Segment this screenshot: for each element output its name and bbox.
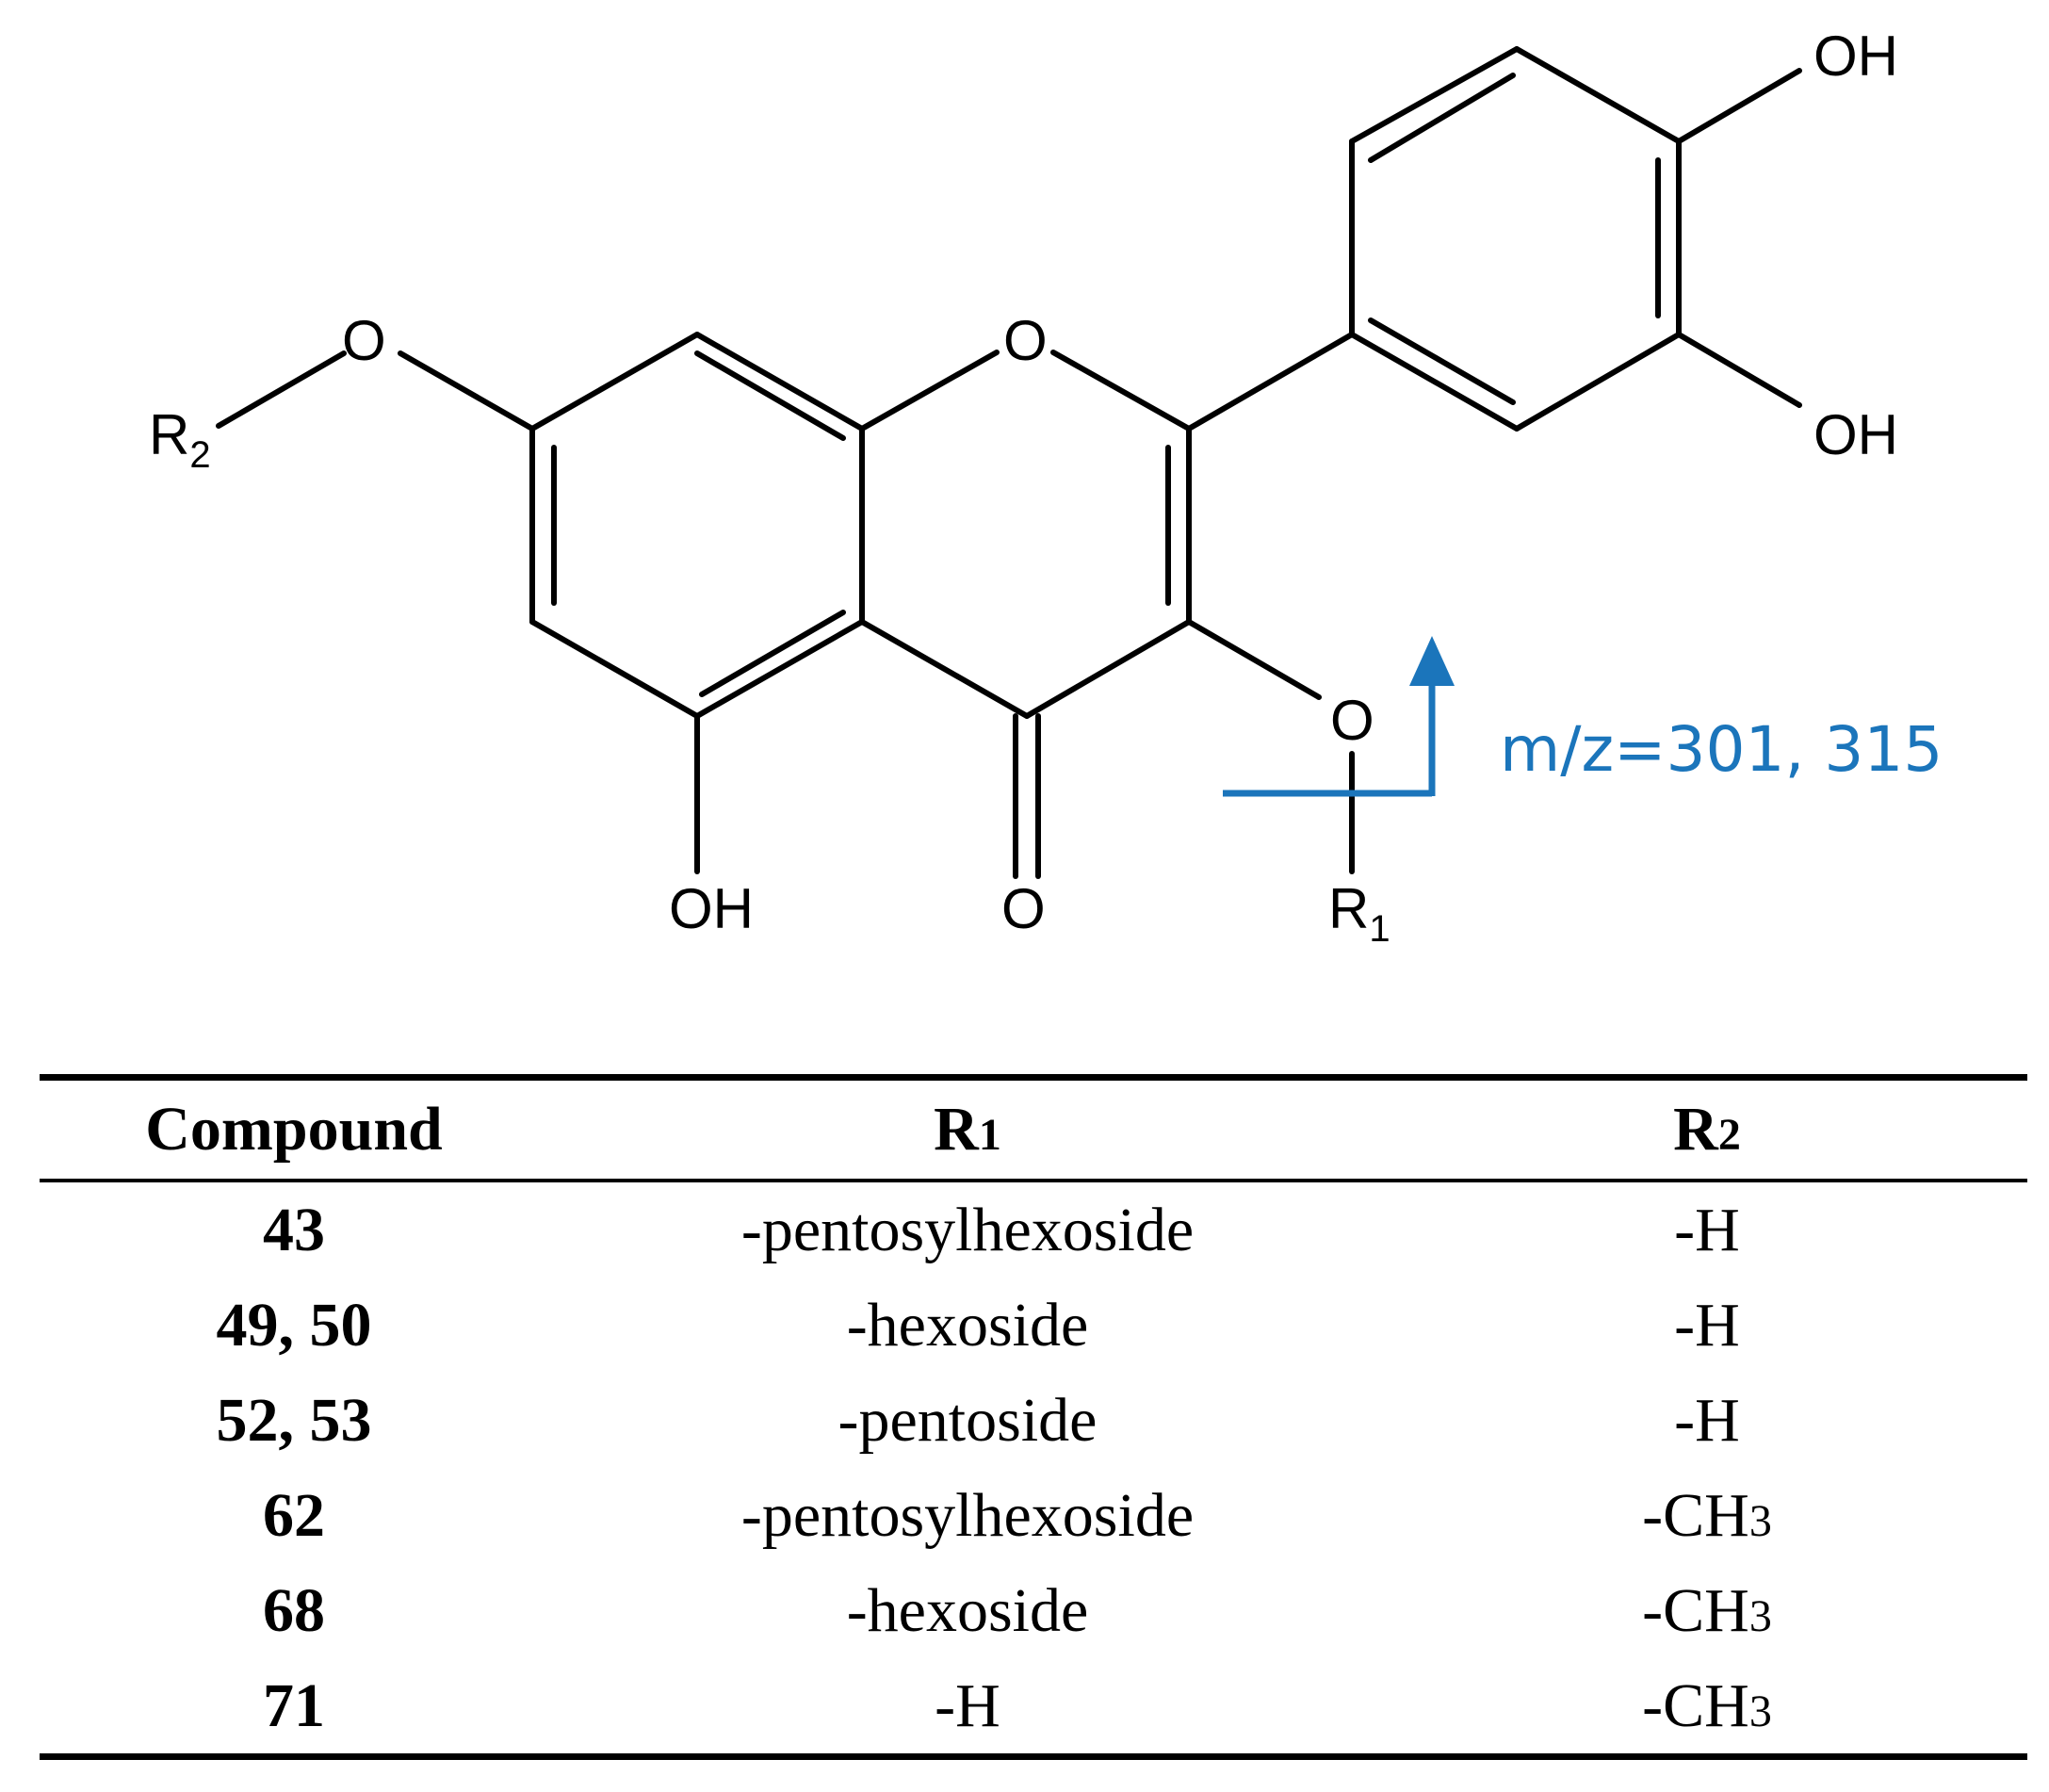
ring-c-bonds (859, 350, 1192, 719)
flavonoid-structure: OH OH OH O O O O R2 R1 m/z=301, 315 (149, 24, 1943, 950)
substituent-table-container: Compound R1 R2 43 -pentosylhexoside -H 4… (40, 1074, 2027, 1760)
fragmentation-arrow (1223, 636, 1455, 797)
ring-b-oh-bonds (1676, 68, 1802, 408)
oh-label-right: OH (1813, 403, 1898, 466)
cell-r2: -H (1674, 1195, 1740, 1264)
table-header-row: Compound R1 R2 (40, 1077, 2027, 1181)
glycosidic-oxygen-label: O (1330, 689, 1374, 752)
bond-3-o-r1 (1186, 619, 1355, 874)
table-row: 68 -hexoside -CH3 (40, 1563, 2027, 1658)
table-row: 62 -pentosylhexoside -CH3 (40, 1468, 2027, 1563)
substituent-table: Compound R1 R2 43 -pentosylhexoside -H 4… (40, 1074, 2027, 1760)
cell-r1: -pentosylhexoside (740, 1195, 1195, 1264)
bond-2-to-b-ring (1186, 332, 1355, 432)
cell-r2: -H (1674, 1290, 1740, 1360)
cell-r2: -CH3 (1642, 1575, 1772, 1645)
table-row: 52, 53 -pentoside -H (40, 1373, 2027, 1468)
cell-compound: 43 (263, 1195, 325, 1264)
cell-compound: 71 (263, 1670, 325, 1740)
header-compound: Compound (145, 1095, 443, 1164)
cell-compound: 52, 53 (216, 1385, 372, 1455)
cell-r2: -CH3 (1642, 1670, 1772, 1740)
table-row: 43 -pentosylhexoside -H (40, 1181, 2027, 1278)
table-row: 49, 50 -hexoside -H (40, 1278, 2027, 1373)
oh-label-top: OH (1813, 24, 1898, 88)
table-row: 71 -H -CH3 (40, 1658, 2027, 1757)
cell-compound: 68 (263, 1575, 325, 1645)
cell-r2: -H (1674, 1385, 1740, 1455)
oh-label-bottom: OH (669, 877, 754, 940)
ether-oxygen-label: O (342, 309, 386, 372)
carbonyl-oxygen-label: O (1001, 877, 1046, 940)
carbonyl-bonds (1013, 713, 1041, 879)
cell-r1: -H (935, 1670, 1000, 1740)
r1-label: R1 (1328, 877, 1390, 950)
cell-r1: -hexoside (846, 1290, 1089, 1360)
cell-compound: 49, 50 (216, 1290, 372, 1360)
cell-r1: -hexoside (846, 1575, 1089, 1645)
cell-r1: -pentoside (837, 1385, 1098, 1455)
mz-annotation: m/z=301, 315 (1500, 713, 1943, 786)
ring-b-bonds (1349, 46, 1682, 432)
r2-label: R2 (149, 403, 211, 476)
header-r1: R1 (934, 1095, 1001, 1164)
header-r2: R2 (1673, 1095, 1741, 1164)
ring-a-bonds (529, 332, 865, 719)
ring-oxygen-label: O (1003, 309, 1048, 372)
cell-r1: -pentosylhexoside (740, 1480, 1195, 1550)
arrow-head-icon (1409, 636, 1455, 686)
cell-compound: 62 (263, 1480, 325, 1550)
bond-7-o-r2 (216, 350, 535, 432)
cell-r2: -CH3 (1642, 1480, 1772, 1550)
